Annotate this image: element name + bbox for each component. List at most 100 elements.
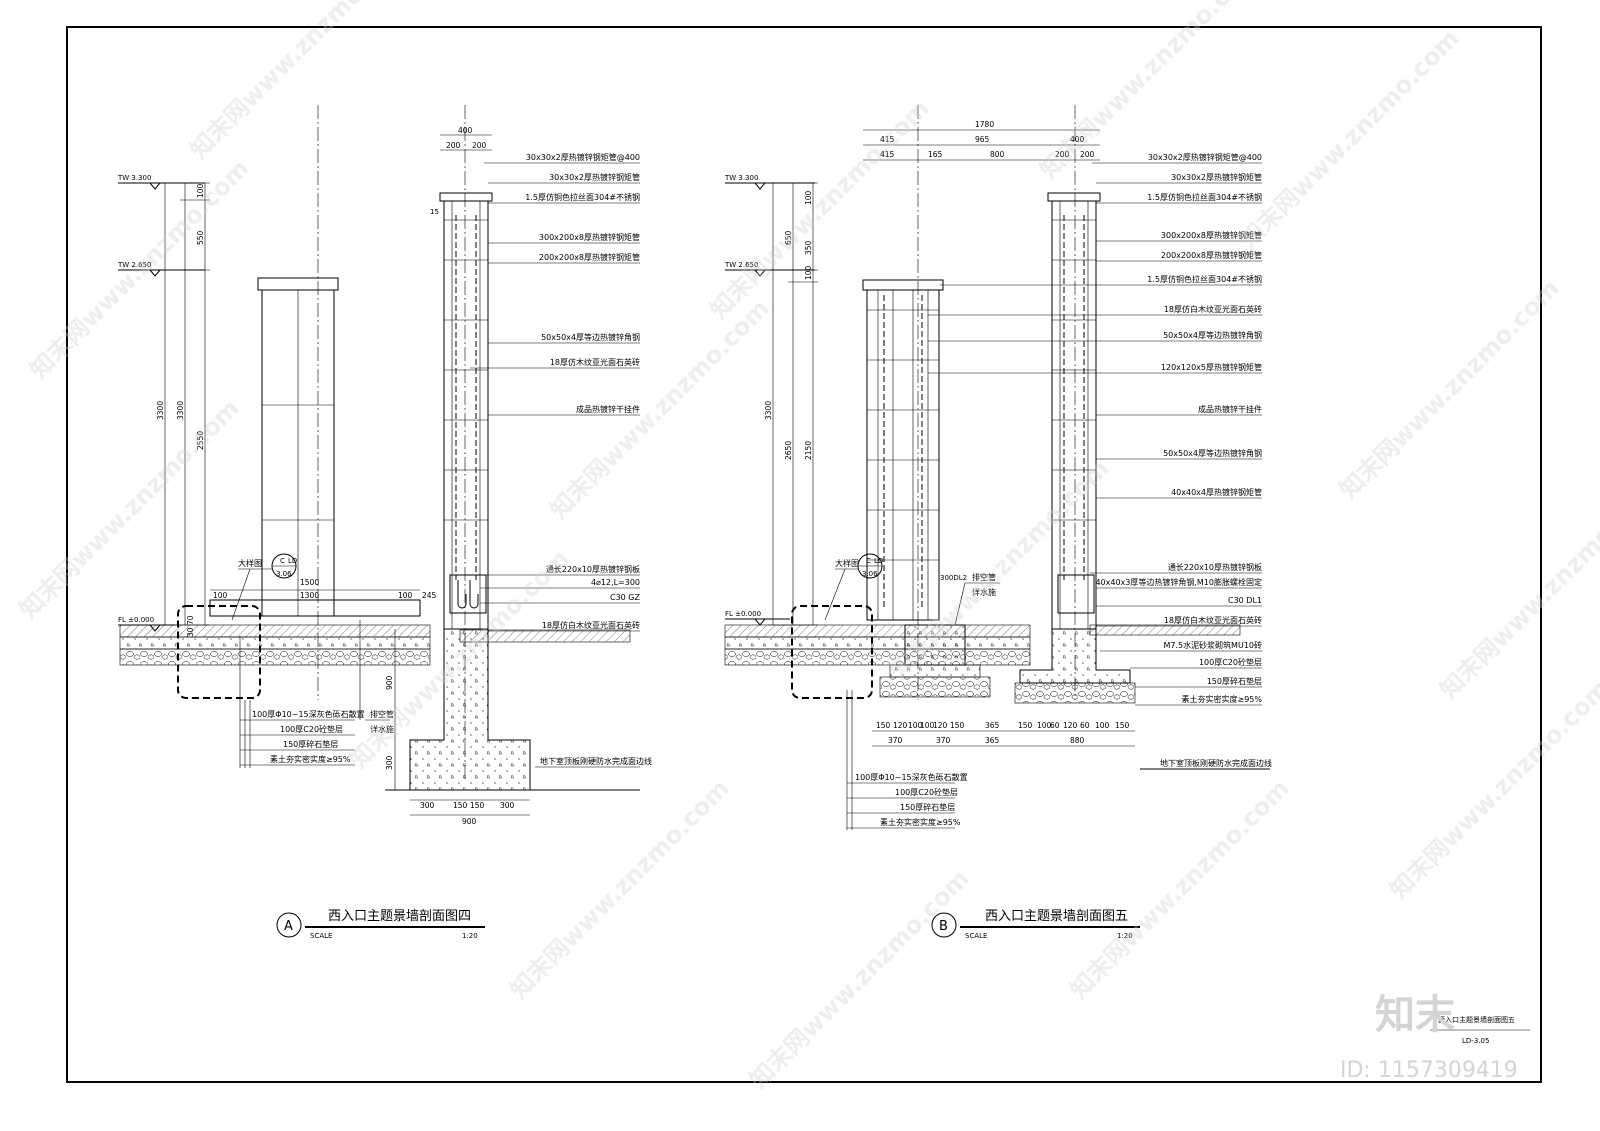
svg-text:素土夯实密实度≥95%: 素土夯实密实度≥95%: [270, 754, 351, 764]
watermark-text: 知末网www.znzmo.com: [504, 774, 734, 1004]
svg-text:165: 165: [928, 150, 943, 159]
svg-text:150厚碎石垫层: 150厚碎石垫层: [283, 739, 338, 749]
svg-text:300: 300: [500, 801, 515, 810]
material-label: 40x40x3厚等边热镀锌角钢,M10膨胀螺栓固定: [1095, 577, 1262, 587]
top-dimensions-a: 400 200 200: [440, 126, 492, 151]
section-wall-b: [1014, 192, 1270, 770]
dimension-label: 60: [1080, 721, 1090, 730]
dimension-label: 120: [933, 721, 948, 730]
svg-text:900: 900: [462, 817, 477, 826]
dimension-label: 150: [1018, 721, 1033, 730]
watermark-text: 知末网www.znzmo.com: [24, 154, 254, 384]
vertical-dimensions-b: 3300 100 650 350 100 2650 2150: [764, 182, 818, 626]
section-a-title: 西入口主题景墙剖面图四: [328, 909, 471, 924]
svg-text:TW 3.300: TW 3.300: [724, 174, 758, 182]
svg-text:100: 100: [213, 591, 228, 600]
svg-text:415: 415: [880, 150, 895, 159]
sheet-border: [66, 26, 1542, 1083]
section-title-a: A 西入口主题景墙剖面图四 SCALE 1:20: [276, 909, 485, 940]
material-label: 40x40x4厚热镀锌钢矩管: [1171, 487, 1262, 497]
material-label: 1.5厚仿铜色拉丝面304#不锈钢: [1147, 192, 1262, 202]
section-wall-a: 15 900 300 300 150 150 300 900: [385, 192, 640, 826]
svg-text:150: 150: [453, 801, 468, 810]
dimension-label: 100: [1095, 721, 1110, 730]
svg-text:LD: LD: [288, 557, 297, 565]
svg-text:SCALE: SCALE: [965, 932, 987, 940]
material-labels-b: 30x30x2厚热镀锌钢矩管@40030x30x2厚热镀锌钢矩管1.5厚仿铜色拉…: [928, 152, 1263, 706]
svg-text:1:20: 1:20: [462, 932, 478, 940]
vertical-dimensions-a: 3300 100 550 3300 2550: [156, 182, 210, 626]
svg-text:100: 100: [196, 183, 205, 198]
watermark-layer: 知末网www.znzmo.com知末网www.znzmo.com知末网www.z…: [14, 0, 1600, 1094]
svg-text:400: 400: [458, 126, 473, 135]
material-label: C30 DL1: [1228, 596, 1262, 605]
material-label: 200x200x8厚热镀锌钢矩管: [539, 252, 640, 262]
section-a: TW 3.300 TW 2.650 FL ±0.000 3300 100 550…: [117, 105, 652, 940]
material-label: 30x30x2厚热镀锌钢矩管@400: [526, 152, 640, 162]
watermark-text: 知末网www.znzmo.com: [184, 0, 414, 164]
svg-text:150厚碎石垫层: 150厚碎石垫层: [900, 802, 955, 812]
svg-text:1500: 1500: [300, 578, 319, 587]
svg-text:100: 100: [398, 591, 413, 600]
svg-text:3300: 3300: [764, 401, 773, 420]
detail-highlight-box: [177, 605, 261, 699]
material-label: C30 GZ: [610, 593, 641, 602]
svg-text:30: 30: [186, 627, 195, 637]
material-label: 1.5厚仿铜色拉丝面304#不锈钢: [1147, 274, 1262, 284]
dimension-label: 880: [1070, 736, 1085, 745]
title-block-number: LD-3.05: [1462, 1037, 1489, 1045]
detail-callout-b: 大样图 C LD 3.06: [824, 553, 883, 621]
material-label: 成品热镀锌干挂件: [576, 404, 640, 414]
material-label: 150厚碎石垫层: [1207, 676, 1262, 686]
svg-text:650: 650: [784, 230, 793, 245]
svg-text:大样图: 大样图: [238, 558, 262, 568]
section-title-b: B 西入口主题景墙剖面图五 SCALE 1:20: [931, 909, 1140, 940]
watermark-text: 知末网www.znzmo.com: [1234, 24, 1464, 254]
svg-text:C: C: [280, 557, 285, 565]
svg-text:排空管: 排空管: [370, 709, 394, 719]
section-b-marker: B: [939, 919, 948, 934]
material-label: 18厚仿白木纹亚光面石英砖: [1164, 304, 1262, 314]
svg-text:100厚Φ10~15深灰色砾石散置: 100厚Φ10~15深灰色砾石散置: [855, 772, 968, 782]
material-label: 120x120x5厚热镀锌钢矩管: [1161, 362, 1262, 372]
material-label: 30x30x2厚热镀锌钢矩管: [549, 172, 640, 182]
svg-text:800: 800: [990, 150, 1005, 159]
dimension-label: 150: [876, 721, 891, 730]
brand-id: ID: 1157309419: [1340, 1058, 1518, 1083]
material-label: 1.5厚仿铜色拉丝面304#不锈钢: [525, 192, 640, 202]
dimension-label: 100: [908, 721, 923, 730]
svg-text:TW 2.650: TW 2.650: [724, 261, 758, 269]
svg-text:1:20: 1:20: [1117, 932, 1133, 940]
dimension-label: 100: [920, 721, 935, 730]
svg-text:70: 70: [186, 615, 195, 625]
dimension-label: 150: [950, 721, 965, 730]
dimension-label: 365: [985, 721, 1000, 730]
svg-text:大样图: 大样图: [835, 558, 859, 568]
svg-text:SCALE: SCALE: [310, 932, 332, 940]
elevation-tw-3300: TW 3.300: [117, 174, 151, 182]
svg-text:100: 100: [804, 190, 813, 205]
svg-text:2650: 2650: [784, 441, 793, 460]
dimension-label: 100: [1037, 721, 1052, 730]
svg-text:415: 415: [880, 135, 895, 144]
svg-text:200: 200: [1080, 150, 1095, 159]
material-label: 100厚C20砼垫层: [1199, 657, 1262, 667]
bottom-labels-a: 100厚Φ10~15深灰色砾石散置 100厚C20砼垫层 150厚碎石垫层 素土…: [239, 620, 652, 768]
bottom-labels-b: 100厚Φ10~15深灰色砾石散置 100厚C20砼垫层 150厚碎石垫层 素土…: [846, 572, 1272, 830]
svg-text:3300: 3300: [176, 401, 185, 420]
svg-text:350: 350: [804, 240, 813, 255]
material-label: 30x30x2厚热镀锌钢矩管@400: [1148, 152, 1262, 162]
svg-text:排空管: 排空管: [972, 572, 996, 582]
watermark-text: 知末网www.znzmo.com: [1064, 774, 1294, 1004]
svg-text:FL ±0.000: FL ±0.000: [725, 610, 761, 618]
svg-text:100厚C20砼垫层: 100厚C20砼垫层: [280, 724, 343, 734]
material-label: 18厚仿白木纹亚光面石英砖: [542, 620, 640, 630]
dimension-label: 60: [1050, 721, 1060, 730]
svg-text:C: C: [866, 557, 871, 565]
svg-text:200: 200: [446, 141, 461, 150]
dimension-label: 370: [936, 736, 951, 745]
material-label: 素土夯实密实度≥95%: [1182, 694, 1263, 704]
section-a-marker: A: [284, 919, 293, 934]
svg-text:100: 100: [804, 265, 813, 280]
